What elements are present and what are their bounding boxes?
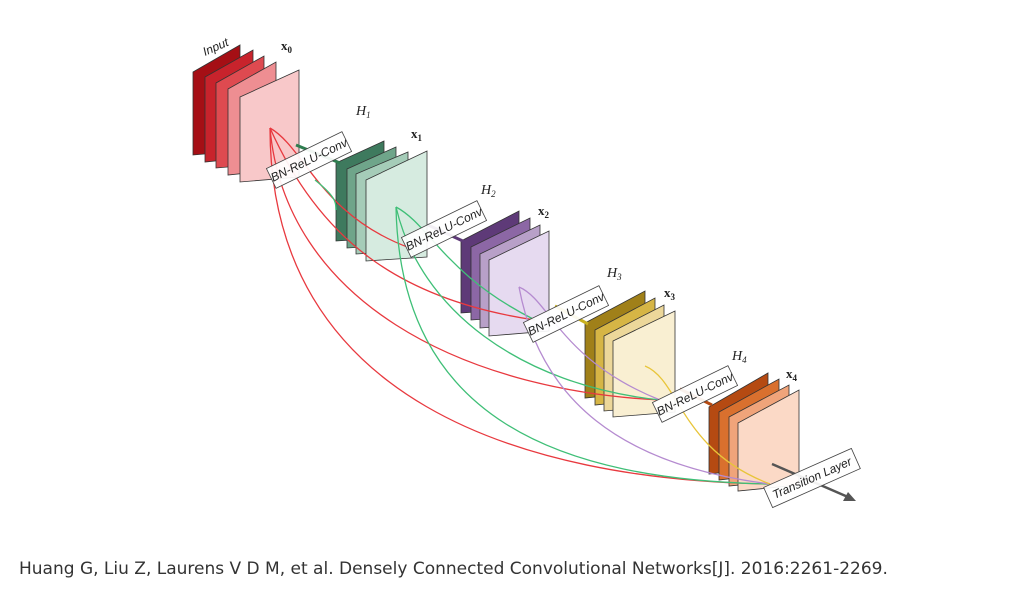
connection-arc [314,179,337,211]
x3-label: x3 [664,285,676,302]
connection-arc [518,286,661,401]
x1-label: x1 [411,126,423,143]
h3-label: H3 [606,266,622,282]
x0-label: x0 [281,38,293,55]
h4-label: H4 [731,349,747,365]
bn-relu-conv-box [522,285,610,343]
stack-x3 [584,290,676,418]
connections-from-x3 [644,365,771,485]
bn-relu-conv-box [651,365,739,423]
bn-relu-conv-box [265,131,353,189]
stack-x0 [192,44,300,183]
bn-relu-conv-box [400,200,488,258]
stack-x2 [460,210,550,337]
x4-label: x4 [786,366,798,383]
transition-box [763,447,861,509]
connection-arc [395,206,536,321]
h2-label: H2 [480,183,496,199]
arrow-head [843,492,856,501]
h1-label: H1 [355,104,371,120]
connection-arc [395,206,771,485]
citation-text: Huang G, Liu Z, Laurens V D M, et al. De… [19,559,888,579]
densenet-diagram: BN-ReLU-Conv BN-ReLU-Conv BN-ReLU-Conv B… [192,35,861,509]
x2-label: x2 [538,203,550,220]
connection-arc [269,127,771,485]
connection-arc [644,365,771,485]
stack-x4 [708,372,800,492]
connection-arc [269,127,661,401]
